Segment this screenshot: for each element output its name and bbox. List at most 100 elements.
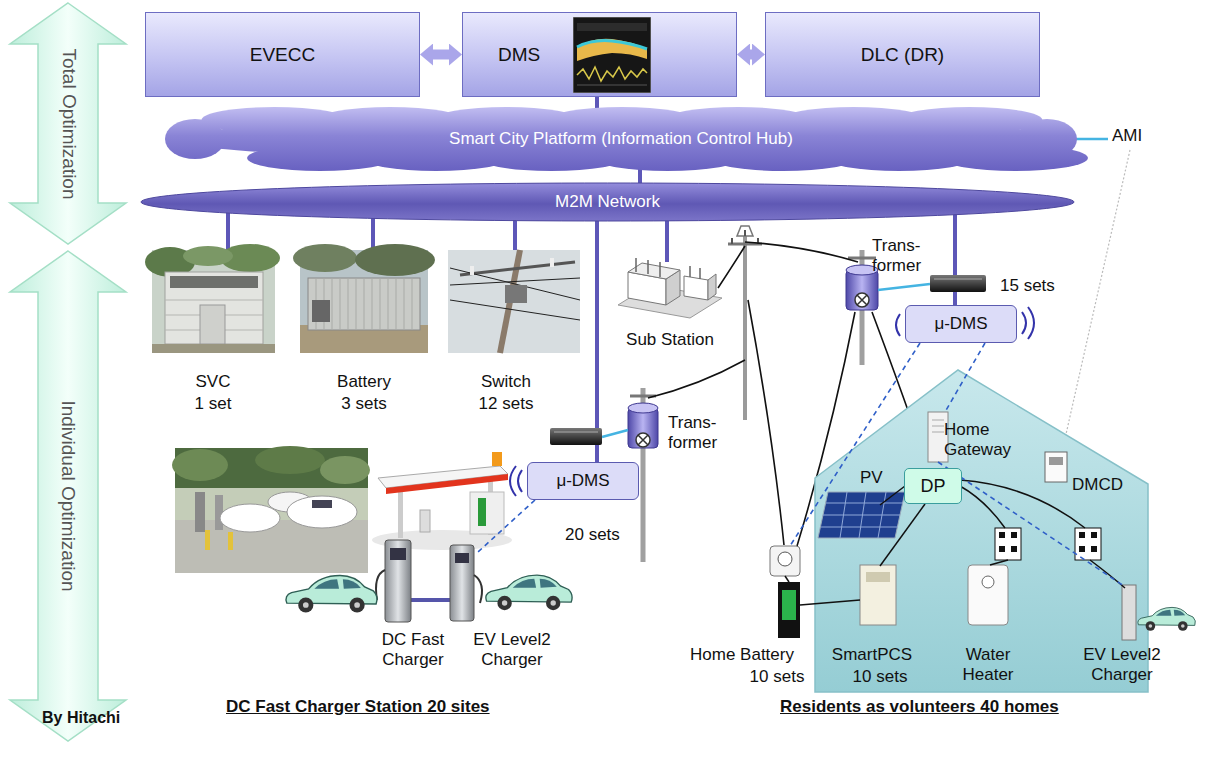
part-label: Home Battery (690, 645, 794, 665)
ev-parking-photo (195, 492, 205, 532)
wireless-wave (1022, 312, 1026, 334)
part-label: SVC (196, 372, 231, 392)
switch-photo (505, 285, 527, 303)
label-holder: 1 set (195, 394, 232, 414)
battery-photo (293, 244, 357, 272)
part-label: Switch (481, 372, 531, 392)
svc-photo (183, 246, 233, 266)
ev-parking-photo (255, 446, 325, 474)
wireless-wave (1028, 307, 1034, 339)
charger-icon (390, 548, 406, 560)
transformer-icon (857, 295, 867, 305)
switch-photo (550, 258, 554, 267)
gas-station-icon (420, 510, 430, 532)
power-wire (648, 360, 745, 398)
transformer-icon (628, 265, 878, 448)
label-holder: Home Battery (690, 645, 794, 665)
home-device-icon (770, 412, 1195, 640)
screen-thumbnail (577, 23, 647, 31)
substation-icon (708, 274, 716, 300)
home-device-icon (1138, 607, 1195, 630)
home-device-icon (1079, 532, 1097, 552)
system-box: EVECC (145, 12, 420, 97)
wireless-link (938, 462, 1124, 586)
mu-dms-device (550, 275, 986, 445)
count-label: 15 sets (1000, 276, 1055, 296)
network-label: AMI (1112, 126, 1142, 146)
substation-icon (618, 258, 722, 318)
gas-station-icon (372, 452, 512, 550)
substation-icon (636, 258, 700, 279)
ev-parking-photo (205, 530, 210, 550)
wireless-link (790, 343, 920, 546)
count-label: 3 sets (341, 394, 386, 414)
mu-dms-box: μ-DMS (905, 305, 1017, 343)
label-holder: Residents as volunteers 40 homes (780, 697, 1059, 717)
switch-photo (450, 278, 580, 285)
node-text: DP (920, 476, 945, 497)
label-holder: Trans- former (668, 413, 730, 453)
mu-dms-device (930, 275, 986, 292)
home-device-icon (995, 528, 1021, 560)
network-drop-line (226, 208, 230, 251)
part-label: SmartPCS (832, 645, 912, 665)
light-link (602, 284, 930, 437)
house-wire (785, 576, 789, 582)
mu-dms-device (550, 428, 602, 445)
label-holder: DC Fast Charger Station 20 sites (226, 697, 490, 717)
distribution-panel-box: DP (904, 468, 962, 504)
svc-photo (165, 300, 263, 301)
label-holder: Home Gateway (944, 420, 1024, 460)
node-text: Individual Optimization (57, 400, 79, 591)
wireless-wave (896, 314, 900, 336)
wireless-link (478, 343, 1124, 586)
ev-parking-photo (312, 500, 332, 508)
wireless-wave (518, 470, 522, 492)
count-label: 10 sets (750, 667, 805, 687)
transformer-icon (628, 403, 658, 413)
home-device-icon (1075, 528, 1101, 560)
part-label: Battery (337, 372, 391, 392)
label-holder: SVC (196, 372, 231, 392)
wireless-link (945, 343, 985, 412)
switch-photo (448, 250, 580, 353)
platform-cloud: Smart City Platform (Information Control… (165, 106, 1077, 172)
system-box: DLC (DR) (765, 12, 1040, 97)
label-holder: AMI (1112, 126, 1142, 146)
ev-parking-photo (172, 446, 370, 573)
varrow-outline (10, 3, 126, 244)
part-label: PV (860, 468, 883, 488)
label-holder: 10 sets (750, 667, 805, 687)
label-holder: Water Heater (953, 645, 1023, 685)
part-label: Home Gateway (944, 420, 1024, 460)
charger-icon (376, 540, 482, 622)
label-holder: Battery (337, 372, 391, 392)
label-holder: SmartPCS (832, 645, 912, 665)
battery-photo (355, 244, 435, 276)
gas-station-icon (398, 490, 403, 538)
part-label: DMCD (1072, 475, 1123, 495)
transformer-icon (638, 435, 648, 445)
home-device-icon (770, 546, 800, 576)
count-label: 20 sets (565, 525, 620, 545)
label-holder: Switch (481, 372, 531, 392)
count-label: 1 set (195, 394, 232, 414)
svc-photo (145, 244, 280, 353)
home-device-icon (999, 532, 1017, 552)
power-wire (718, 246, 745, 288)
home-device-icon (782, 590, 796, 620)
label-holder: Trans- former (872, 236, 934, 276)
label-holder: DC Fast Charger (374, 630, 452, 670)
double-arrow (433, 50, 449, 60)
home-device-icon (1049, 457, 1063, 465)
node-text: EVECC (250, 44, 315, 66)
screen-thumbnail (573, 17, 651, 93)
gas-station-icon (478, 498, 486, 526)
house-outline (815, 370, 1148, 692)
label-holder: Sub Station (626, 330, 714, 350)
label-holder: EV Level2 Charger (1074, 645, 1170, 685)
home-device-icon (1122, 585, 1136, 640)
node-text: μ-DMS (934, 314, 987, 334)
part-label: DC Fast Charger (374, 630, 452, 670)
transformer-icon (855, 293, 869, 307)
